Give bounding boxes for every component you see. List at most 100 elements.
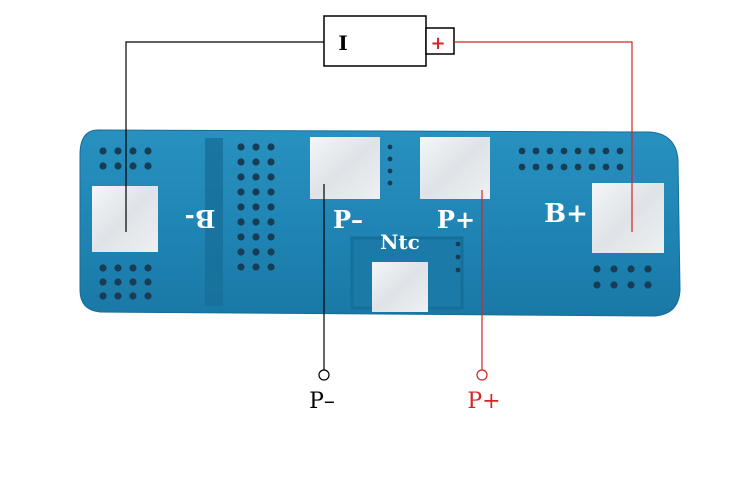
via-hole (237, 248, 245, 256)
terminal-p-minus: P– (309, 369, 335, 414)
label-p-plus: P+ (437, 205, 475, 234)
via-hole (267, 263, 275, 271)
battery-negative-symbol: I (338, 31, 347, 55)
via-hole (588, 163, 596, 171)
board-outline (79, 129, 681, 317)
via-hole (252, 188, 260, 196)
via-hole (129, 162, 137, 170)
via-hole (252, 263, 260, 271)
via-hole (252, 143, 260, 151)
terminal-p-minus-label: P– (309, 389, 335, 414)
pcb-board: B- P– P+ Ntc B+ (79, 129, 681, 317)
via-hole (252, 248, 260, 256)
trace-left (205, 138, 223, 306)
via-hole (99, 278, 107, 286)
via-hole (237, 143, 245, 151)
label-p-minus: P– (333, 205, 363, 234)
wire-positive-battery (454, 41, 633, 232)
via-hole (99, 147, 107, 155)
via-hole (252, 158, 260, 166)
label-b-minus: B- (185, 204, 216, 233)
wires (125, 41, 633, 370)
via-hole (237, 173, 245, 181)
via-hole (455, 254, 461, 260)
via-hole (267, 248, 275, 256)
via-hole (267, 233, 275, 241)
battery-cell: I + (323, 15, 455, 67)
via-hole (129, 264, 137, 272)
via-hole (144, 162, 152, 170)
via-hole (610, 281, 618, 289)
via-hole (114, 264, 122, 272)
via-hole (267, 188, 275, 196)
via-hole (129, 278, 137, 286)
via-hole (546, 147, 554, 155)
terminal-p-plus: P+ (467, 369, 501, 414)
via-hole (532, 147, 540, 155)
via-hole (99, 264, 107, 272)
pad-b-minus (92, 186, 158, 252)
via-hole (644, 281, 652, 289)
via-hole (99, 162, 107, 170)
via-hole (593, 281, 601, 289)
battery-cap (425, 27, 455, 55)
via-holes (99, 143, 652, 300)
pad-p-plus (420, 137, 490, 199)
via-hole (252, 218, 260, 226)
via-hole (114, 147, 122, 155)
via-hole (267, 173, 275, 181)
via-hole (237, 218, 245, 226)
via-hole (267, 218, 275, 226)
via-hole (387, 168, 393, 174)
via-hole (574, 163, 582, 171)
via-hole (532, 163, 540, 171)
via-hole (602, 147, 610, 155)
via-hole (627, 265, 635, 273)
via-hole (252, 203, 260, 211)
via-hole (574, 147, 582, 155)
via-hole (267, 143, 275, 151)
via-hole (518, 147, 526, 155)
via-hole (546, 163, 554, 171)
via-hole (602, 163, 610, 171)
label-b-plus: B+ (544, 199, 588, 229)
via-hole (387, 144, 393, 150)
via-hole (114, 162, 122, 170)
via-hole (593, 265, 601, 273)
via-hole (455, 267, 461, 273)
via-hole (237, 203, 245, 211)
via-hole (237, 188, 245, 196)
via-hole (252, 173, 260, 181)
via-hole (129, 292, 137, 300)
via-hole (252, 233, 260, 241)
pad-b-plus (592, 183, 664, 253)
label-ntc: Ntc (380, 230, 420, 254)
via-hole (267, 203, 275, 211)
via-hole (129, 147, 137, 155)
via-hole (237, 158, 245, 166)
via-hole (588, 147, 596, 155)
via-hole (518, 163, 526, 171)
pad-p-minus (310, 137, 380, 199)
via-hole (387, 156, 393, 162)
terminal-p-minus-dot (318, 369, 330, 381)
via-hole (144, 278, 152, 286)
via-hole (237, 233, 245, 241)
terminal-p-plus-label: P+ (467, 389, 500, 414)
via-hole (560, 163, 568, 171)
battery-positive-symbol: + (430, 33, 445, 54)
via-hole (610, 265, 618, 273)
wire-negative-battery (125, 41, 324, 232)
via-hole (114, 278, 122, 286)
via-hole (114, 292, 122, 300)
via-hole (387, 180, 393, 186)
via-hole (99, 292, 107, 300)
via-hole (560, 147, 568, 155)
pad-ntc (372, 262, 428, 312)
via-hole (144, 264, 152, 272)
via-hole (627, 281, 635, 289)
via-hole (644, 265, 652, 273)
via-hole (237, 263, 245, 271)
